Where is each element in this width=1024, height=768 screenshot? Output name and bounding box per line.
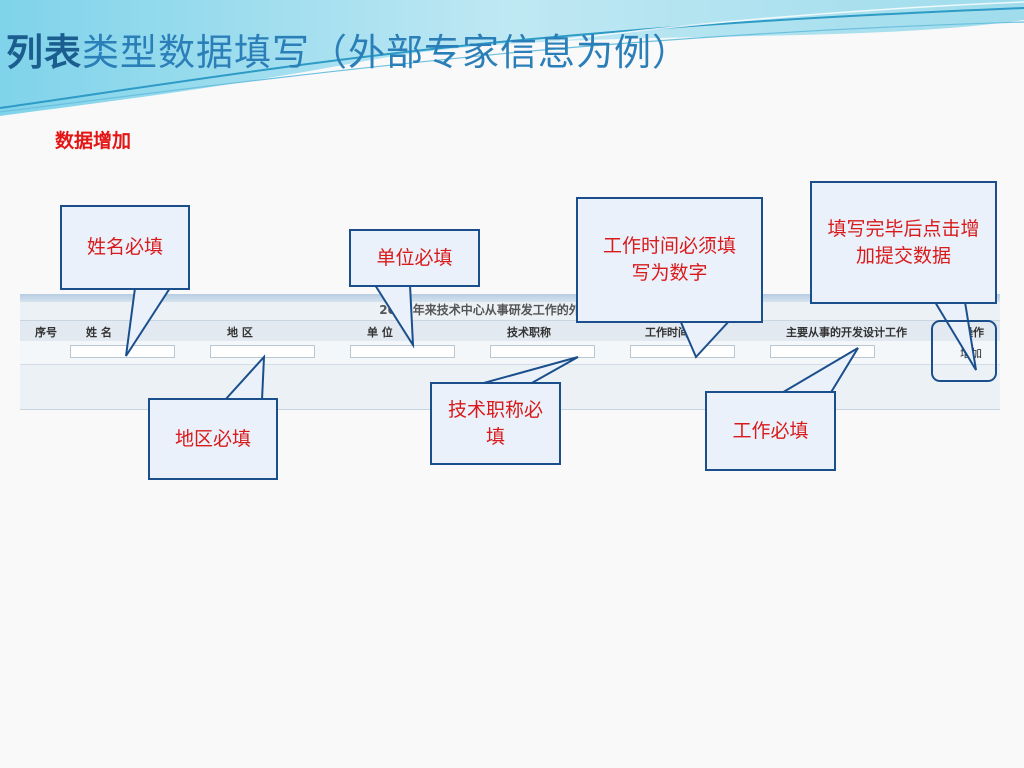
slide-title-rest: 类型数据填写（外部专家信息为例） <box>82 31 690 74</box>
title-input[interactable] <box>490 345 595 358</box>
slide-title-bold: 列表 <box>6 31 82 74</box>
unit-input[interactable] <box>350 345 455 358</box>
column-header-work: 主要从事的开发设计工作 <box>786 326 907 339</box>
form-input-row: 增加 <box>20 341 1000 365</box>
callout-region: 地区必填 <box>148 398 278 480</box>
add-button-highlight <box>931 320 997 382</box>
column-header-worktime: 工作时间(月) <box>645 326 711 339</box>
section-label: 数据增加 <box>55 130 132 152</box>
worktime-input[interactable] <box>630 345 735 358</box>
column-header-unit: 单 位 <box>367 326 393 339</box>
header-wave-decoration <box>0 0 1024 116</box>
column-header-title: 技术职称 <box>507 326 551 339</box>
callout-work: 工作必填 <box>705 391 836 471</box>
form-header-row: 序号 姓 名 地 区 单 位 技术职称 工作时间(月) 主要从事的开发设计工作 … <box>20 320 1000 342</box>
callout-title: 技术职称必填 <box>430 382 561 465</box>
column-header-index: 序号 <box>35 326 57 339</box>
callout-submit: 填写完毕后点击增加提交数据 <box>810 181 997 304</box>
name-input[interactable] <box>70 345 175 358</box>
column-header-name: 姓 名 <box>86 326 112 339</box>
work-input[interactable] <box>770 345 875 358</box>
callout-unit: 单位必填 <box>349 229 480 287</box>
slide-title: 列表类型数据填写（外部专家信息为例） <box>6 22 690 76</box>
form-top-bar <box>20 294 1000 302</box>
callout-worktime: 工作时间必须填写为数字 <box>576 197 763 323</box>
form-title: 2011年来技术中心从事研发工作的外部专家信息 <box>379 303 641 317</box>
region-input[interactable] <box>210 345 315 358</box>
callout-name: 姓名必填 <box>60 205 190 290</box>
column-header-region: 地 区 <box>227 326 253 339</box>
